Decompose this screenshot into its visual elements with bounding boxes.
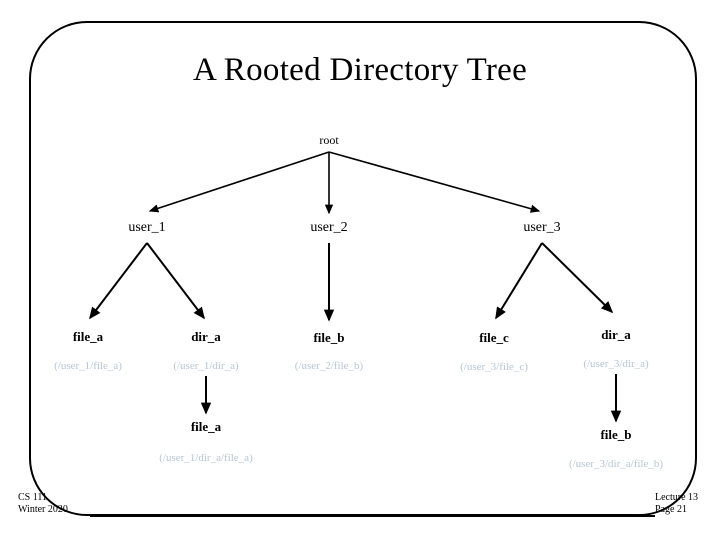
path-label-user1-dir-a-file-a: (/user_1/dir_a/file_a) bbox=[159, 452, 253, 464]
footer-term: Winter 2020 bbox=[18, 504, 68, 515]
tree-node-user1-dir-a-file-a: file_a bbox=[190, 419, 222, 434]
footer-divider-line bbox=[90, 515, 655, 517]
tree-node-user-1: user_1 bbox=[128, 220, 166, 235]
edge-root-user1 bbox=[148, 151, 330, 213]
tree-node-user1-file-a: file_a bbox=[72, 329, 104, 344]
edge-user1-filea bbox=[89, 242, 148, 320]
tree-node-user-3: user_3 bbox=[523, 220, 561, 235]
edge-user3-filec bbox=[495, 242, 543, 320]
footer-lecture-number: Lecture 13 bbox=[655, 492, 699, 503]
tree-node-user3-dir-a: dir_a bbox=[601, 327, 631, 342]
path-label-user3-dir-a: (/user_3/dir_a) bbox=[583, 358, 649, 370]
tree-node-root: root bbox=[319, 133, 339, 147]
footer-page-number: Page 21 bbox=[655, 504, 687, 515]
page-title: A Rooted Directory Tree bbox=[192, 52, 528, 88]
footer-lecture-info: Lecture 13 Page 21 bbox=[655, 492, 698, 516]
path-label-user3-file-c: (/user_3/file_c) bbox=[460, 361, 528, 373]
path-label-user2-file-b: (/user_2/file_b) bbox=[294, 360, 364, 372]
tree-node-user3-dir-a-file-b: file_b bbox=[600, 427, 632, 442]
footer-course-code: CS 111 bbox=[18, 492, 47, 503]
edge-root-user3 bbox=[328, 151, 541, 213]
tree-node-user-2: user_2 bbox=[310, 220, 348, 235]
footer-course-info: CS 111 Winter 2020 bbox=[18, 492, 68, 516]
edge-user1-dira bbox=[146, 242, 205, 320]
tree-node-user1-dir-a: dir_a bbox=[191, 329, 221, 344]
path-label-user1-dir-a: (/user_1/dir_a) bbox=[173, 360, 239, 372]
tree-node-user3-file-c: file_c bbox=[479, 330, 509, 345]
path-label-user1-file-a: (/user_1/file_a) bbox=[54, 360, 122, 372]
path-label-user3-dir-a-file-b: (/user_3/dir_a/file_b) bbox=[568, 458, 664, 470]
tree-node-user2-file-b: file_b bbox=[313, 330, 345, 345]
edge-user3-dira bbox=[541, 242, 614, 314]
